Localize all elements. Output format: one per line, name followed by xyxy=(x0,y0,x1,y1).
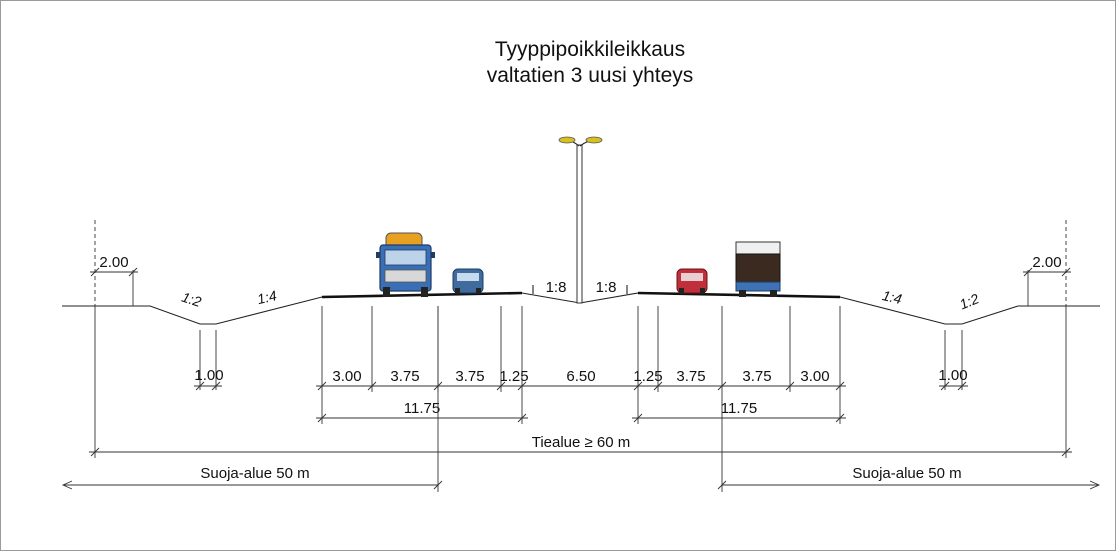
dim-left-carriageway: 11.75 xyxy=(404,400,440,417)
dim-left-ditch xyxy=(194,330,222,391)
street-lamp xyxy=(558,136,603,304)
dim-right-ditch xyxy=(939,330,968,391)
lane-dimension-chain xyxy=(316,306,846,424)
slope-left-outer: 1:4 xyxy=(256,287,279,307)
car-right xyxy=(676,268,708,294)
dim-road-area xyxy=(89,306,1072,458)
dim-right-2m xyxy=(1023,220,1071,306)
slope-right-ditch: 1:2 xyxy=(957,290,981,312)
slope-left-ditch: 1:2 xyxy=(180,289,204,310)
lane-dim-1: 3.00 xyxy=(332,368,361,385)
road-area-label: Tiealue ≥ 60 m xyxy=(532,434,631,451)
slope-median-left: 1:8 xyxy=(546,279,567,296)
lane-dim-7: 3.75 xyxy=(676,368,705,385)
title-line-1: Tyyppipoikkileikkaus xyxy=(495,38,685,61)
lane-dim-4: 1.25 xyxy=(499,368,528,385)
protection-right-label: Suoja-alue 50 m xyxy=(852,465,961,482)
protection-left-label: Suoja-alue 50 m xyxy=(200,465,309,482)
dim-protection-right xyxy=(717,392,1101,492)
car-left xyxy=(452,268,484,294)
lane-dim-2: 3.75 xyxy=(390,368,419,385)
dim-right-carriageway: 11.75 xyxy=(721,400,757,417)
lane-dim-8: 3.75 xyxy=(742,368,771,385)
dim-left-2m xyxy=(90,220,138,306)
dim-left-ditch-label: 1.00 xyxy=(194,367,223,384)
box-truck xyxy=(735,241,781,297)
cement-truck xyxy=(376,232,435,297)
title-line-2: valtatien 3 uusi yhteys xyxy=(487,64,694,87)
dim-right-ditch-label: 1.00 xyxy=(938,367,967,384)
slope-median-right: 1:8 xyxy=(596,279,617,296)
lane-dim-6: 1.25 xyxy=(633,368,662,385)
dim-left-top-label: 2.00 xyxy=(99,254,128,271)
lane-dim-5: 6.50 xyxy=(566,368,595,385)
dim-carriageways xyxy=(316,413,846,423)
lane-dim-9: 3.00 xyxy=(800,368,829,385)
slope-right-outer: 1:4 xyxy=(881,287,904,307)
lane-dim-3: 3.75 xyxy=(455,368,484,385)
dim-right-top-label: 2.00 xyxy=(1032,254,1061,271)
dim-protection-left xyxy=(61,306,443,492)
